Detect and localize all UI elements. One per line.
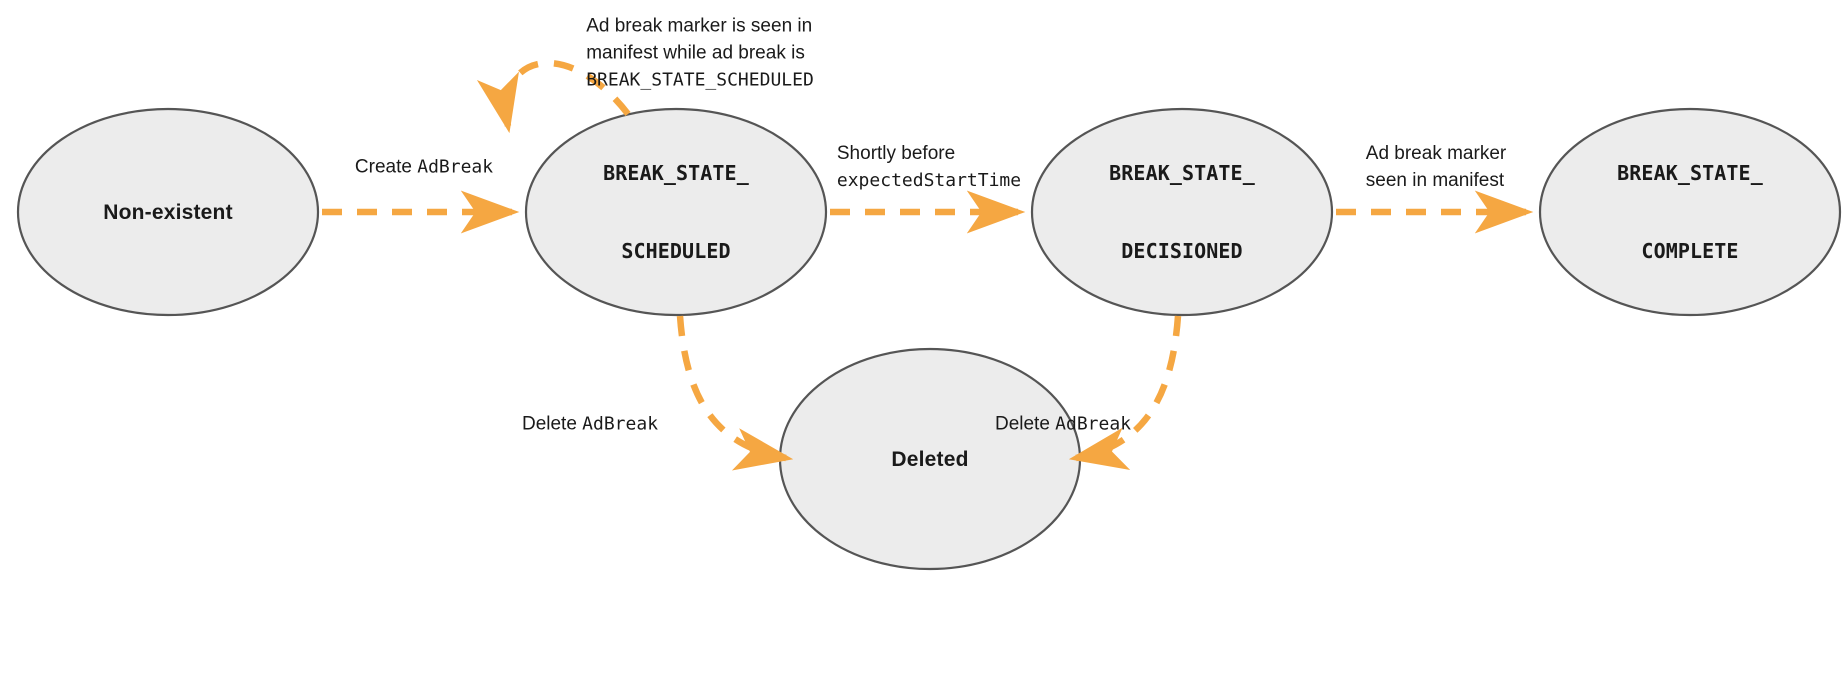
node-shapes bbox=[16, 107, 1842, 571]
edge-self-loop-scheduled[interactable] bbox=[476, 59, 631, 134]
node-shape-break-state-complete[interactable] bbox=[1538, 107, 1842, 317]
node-shape-break-state-decisioned[interactable] bbox=[1030, 107, 1334, 317]
edge-delete-adbreak-from-decisioned[interactable] bbox=[1068, 315, 1182, 470]
node-shape-deleted[interactable] bbox=[778, 347, 1082, 571]
node-shape-non-existent[interactable] bbox=[16, 107, 320, 317]
edge-delete-adbreak-from-scheduled[interactable] bbox=[676, 315, 794, 471]
edge-paths bbox=[322, 59, 1534, 471]
node-shape-break-state-scheduled[interactable] bbox=[524, 107, 828, 317]
